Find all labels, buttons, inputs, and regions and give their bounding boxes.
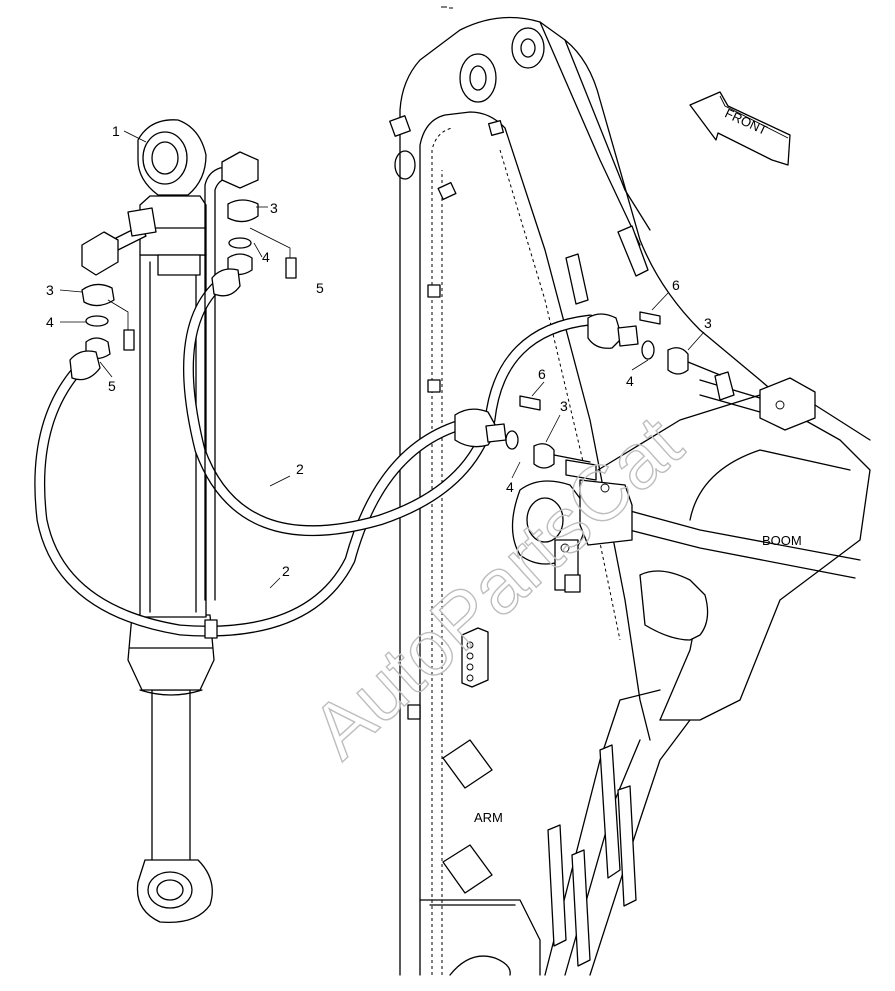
grease-block bbox=[461, 627, 489, 688]
callout-4-center: 4 bbox=[506, 479, 514, 495]
callout-3-center: 3 bbox=[560, 398, 568, 414]
boom-label: BOOM bbox=[762, 533, 802, 548]
arm-label: ARM bbox=[474, 810, 503, 825]
callout-1: 1 bbox=[112, 123, 120, 139]
cylinder-pipe bbox=[204, 165, 236, 639]
arm-structure bbox=[389, 16, 796, 976]
front-direction-arrow: FRONT bbox=[689, 91, 791, 166]
callout-3-left: 3 bbox=[46, 282, 54, 298]
callout-5-upper: 5 bbox=[316, 280, 324, 296]
callout-5-left: 5 bbox=[108, 378, 116, 394]
watermark: AutoPartsCat bbox=[295, 399, 699, 775]
callout-6-center: 6 bbox=[538, 366, 546, 382]
callout-3-upper: 3 bbox=[270, 200, 278, 216]
hose-2-outer bbox=[34, 359, 466, 637]
callout-4-right: 4 bbox=[626, 373, 634, 389]
callout-3-right: 3 bbox=[704, 315, 712, 331]
callouts: 1 3 4 5 3 4 5 2 2 6 3 4 6 3 4 bbox=[46, 123, 712, 579]
left-port-fittings bbox=[69, 231, 135, 381]
joint-clamps bbox=[511, 459, 633, 593]
leader-lines bbox=[59, 130, 705, 589]
bucket-cylinder bbox=[111, 119, 215, 924]
top-mark bbox=[441, 6, 453, 9]
callout-2-lower: 2 bbox=[282, 563, 290, 579]
right-port-fittings bbox=[211, 151, 297, 297]
callout-2-upper: 2 bbox=[296, 461, 304, 477]
callout-4-left: 4 bbox=[46, 314, 54, 330]
hose-2-inner bbox=[183, 279, 596, 537]
callout-6-right: 6 bbox=[672, 277, 680, 293]
boom-structure bbox=[589, 371, 871, 721]
callout-4-upper: 4 bbox=[262, 249, 270, 265]
center-fittings bbox=[454, 311, 721, 469]
